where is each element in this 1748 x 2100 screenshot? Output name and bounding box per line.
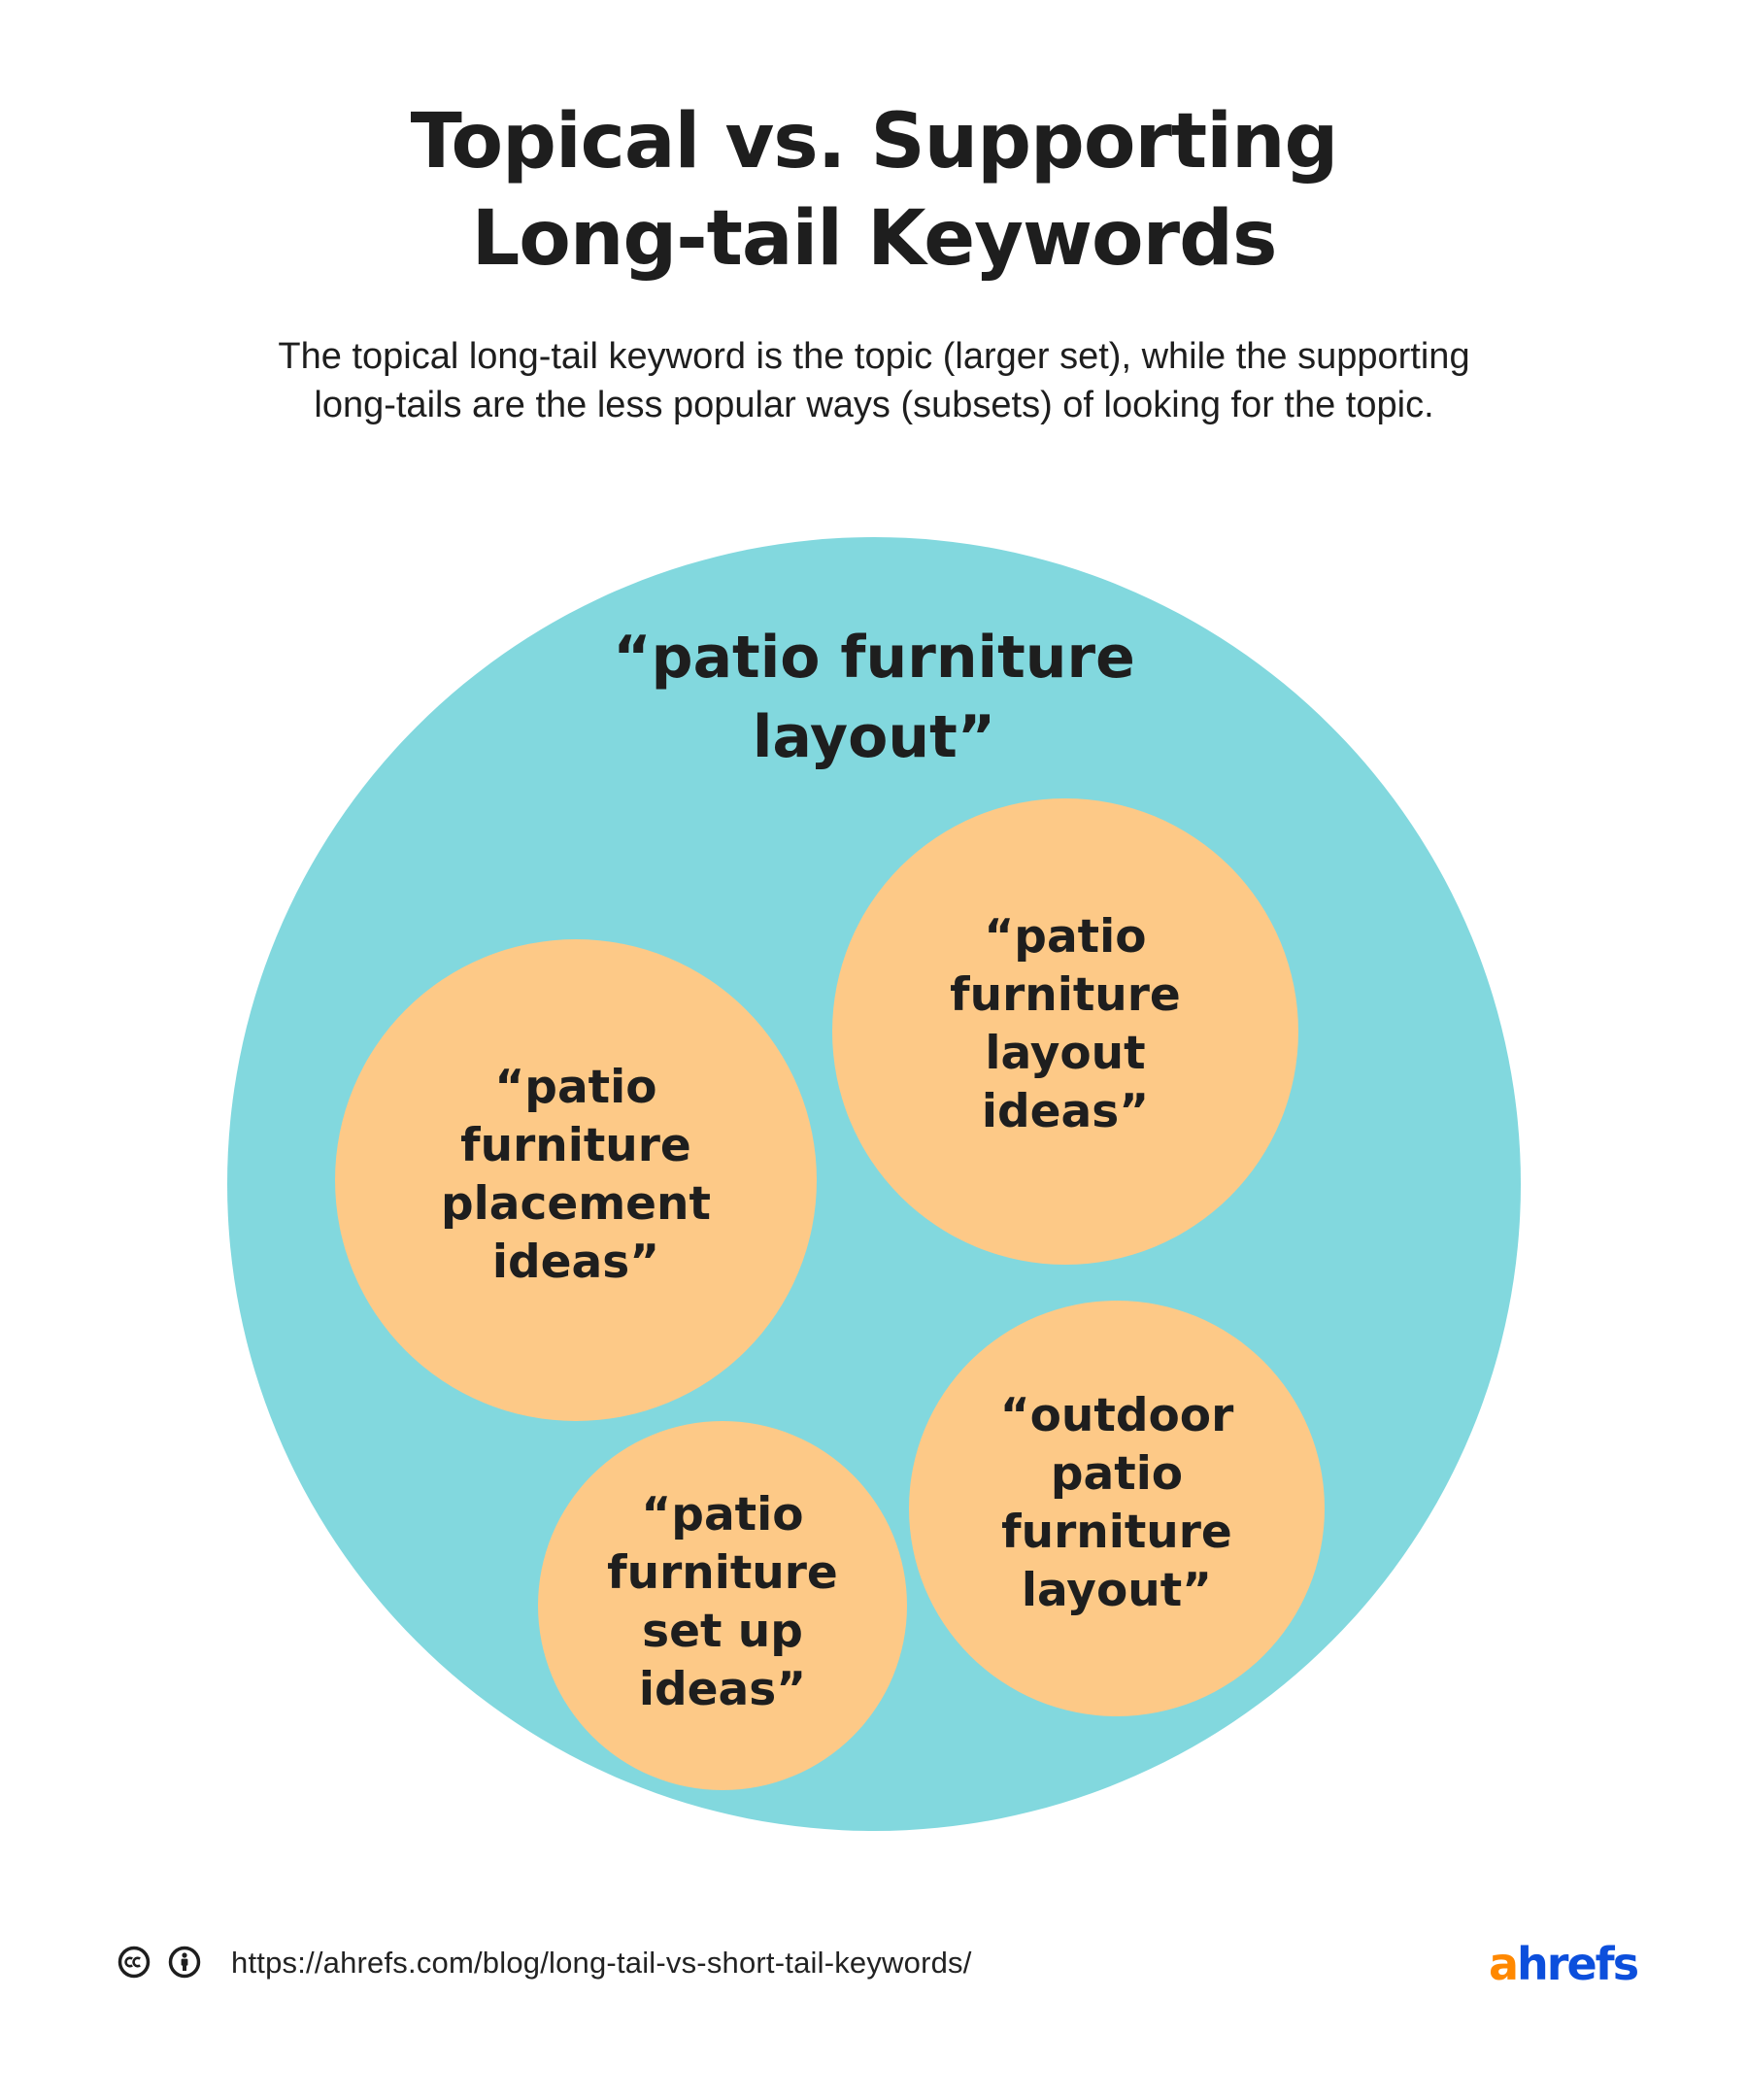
- supporting-keyword-circle-layout-ideas: “patio furniture layout ideas”: [832, 798, 1298, 1265]
- label-line: “outdoor: [999, 1389, 1234, 1442]
- title-line-2: Long-tail Keywords: [471, 195, 1278, 283]
- supporting-keyword-circle-set-up-ideas: “patio furniture set up ideas”: [538, 1421, 907, 1790]
- topical-keyword-line-1: “patio furniture: [613, 624, 1135, 692]
- supporting-keyword-label: “patio furniture set up ideas”: [607, 1486, 838, 1719]
- logo-text: hrefs: [1517, 1938, 1639, 1990]
- label-line: patio: [1050, 1447, 1184, 1501]
- footer: https://ahrefs.com/blog/long-tail-vs-sho…: [0, 1939, 1748, 1993]
- label-line: set up: [642, 1605, 803, 1658]
- label-line: layout”: [1021, 1564, 1213, 1617]
- logo-accent-letter: a: [1489, 1938, 1519, 1990]
- label-line: “patio: [641, 1488, 804, 1541]
- label-line: layout: [985, 1027, 1146, 1080]
- supporting-keyword-label: “patio furniture layout ideas”: [950, 908, 1181, 1141]
- subtitle-line-1: The topical long-tail keyword is the top…: [278, 336, 1470, 377]
- label-line: “patio: [984, 910, 1147, 964]
- label-line: furniture: [1001, 1506, 1232, 1559]
- supporting-keyword-circle-placement-ideas: “patio furniture placement ideas”: [335, 939, 817, 1421]
- source-url-link[interactable]: https://ahrefs.com/blog/long-tail-vs-sho…: [231, 1946, 972, 1980]
- page-title: Topical vs. Supporting Long-tail Keyword…: [0, 93, 1748, 288]
- subtitle-line-2: long-tails are the less popular ways (su…: [314, 385, 1434, 425]
- label-line: placement: [441, 1177, 711, 1231]
- supporting-keyword-label: “outdoor patio furniture layout”: [1000, 1387, 1234, 1620]
- attribution-icon: [168, 1946, 201, 1979]
- label-line: ideas”: [491, 1236, 660, 1289]
- label-line: ideas”: [638, 1663, 807, 1716]
- supporting-keyword-circle-outdoor-layout: “outdoor patio furniture layout”: [909, 1301, 1325, 1716]
- label-line: furniture: [607, 1546, 838, 1600]
- label-line: furniture: [950, 968, 1181, 1022]
- page-subtitle: The topical long-tail keyword is the top…: [0, 332, 1748, 429]
- supporting-keyword-label: “patio furniture placement ideas”: [441, 1059, 711, 1292]
- label-line: furniture: [460, 1119, 691, 1172]
- label-line: ideas”: [981, 1085, 1150, 1138]
- topical-keyword-line-2: layout”: [752, 703, 996, 771]
- topical-keyword-label: “patio furniture layout”: [0, 618, 1748, 777]
- ahrefs-logo: ahrefs: [1489, 1938, 1639, 1990]
- creative-commons-icon: [118, 1946, 151, 1979]
- label-line: “patio: [494, 1061, 657, 1114]
- title-line-1: Topical vs. Supporting: [410, 98, 1339, 186]
